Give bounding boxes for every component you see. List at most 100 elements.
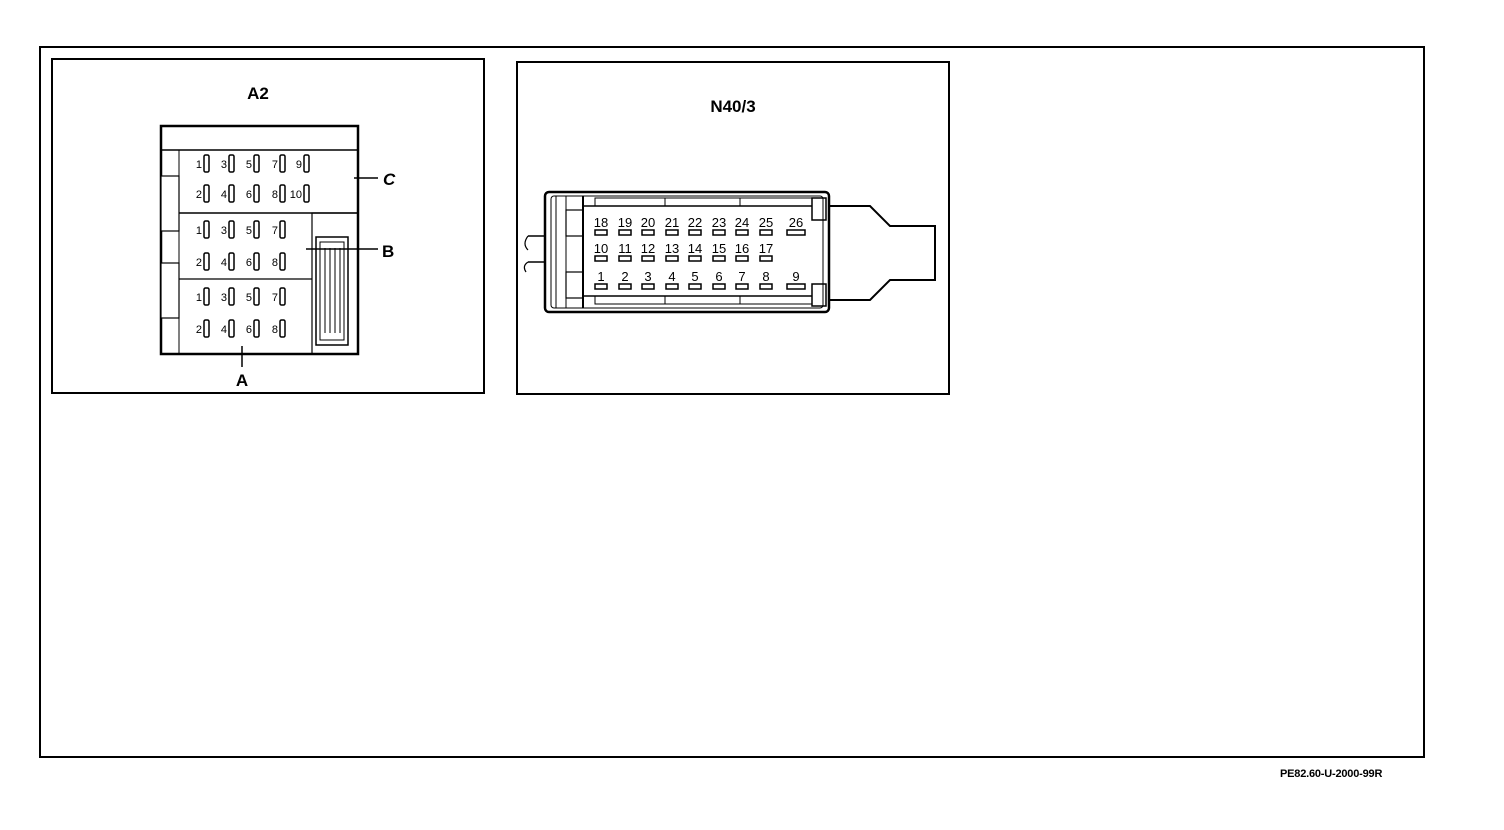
a2-pin-label: 5 — [246, 225, 252, 237]
n40-pin-terminal — [594, 229, 608, 236]
n40-pin-label: 2 — [621, 269, 628, 284]
n40-pin-terminal — [735, 229, 749, 236]
n40-pin-label: 22 — [688, 215, 702, 230]
a2-pin-terminal — [228, 252, 235, 271]
n40-pin-terminal — [735, 255, 749, 262]
n40-pin-label: 8 — [762, 269, 769, 284]
a2-pin-terminal — [253, 252, 260, 271]
n40-pin-terminal — [712, 283, 726, 290]
n40-title: N40/3 — [710, 97, 755, 116]
a2-pin-label: 5 — [246, 292, 252, 304]
n40-pin-label: 10 — [594, 241, 608, 256]
outer-frame — [39, 46, 1425, 758]
a2-pin-terminal — [253, 220, 260, 239]
a2-pin-label: 1 — [196, 159, 202, 171]
a2-title: A2 — [247, 84, 269, 103]
a2-pin-terminal — [228, 287, 235, 306]
n40-pin-label: 11 — [618, 241, 632, 256]
a2-pin-terminal — [303, 184, 310, 203]
a2-pin-terminal — [253, 154, 260, 173]
n40-pin-terminal — [618, 255, 632, 262]
n40-pin-terminal — [786, 229, 806, 236]
n40-pin-label: 12 — [641, 241, 655, 256]
n40-pin-terminal — [712, 229, 726, 236]
n40-pin-terminal — [688, 283, 702, 290]
n40-pin-label: 7 — [738, 269, 745, 284]
n40-pin-label: 21 — [665, 215, 679, 230]
a2-pin-label: 8 — [272, 257, 278, 269]
a2-pin-terminal — [253, 287, 260, 306]
a2-pin-label: 1 — [196, 225, 202, 237]
a2-pin-label: 9 — [296, 159, 302, 171]
a2-pin-terminal — [303, 154, 310, 173]
a2-pin-label: 4 — [221, 189, 227, 201]
n40-pin-label: 13 — [665, 241, 679, 256]
n40-pin-terminal — [665, 283, 679, 290]
a2-pin-label: 6 — [246, 189, 252, 201]
a2-pin-terminal — [228, 220, 235, 239]
a2-pin-terminal — [279, 220, 286, 239]
a2-pin-terminal — [279, 287, 286, 306]
n40-pin-terminal — [735, 283, 749, 290]
n40-pin-terminal — [665, 229, 679, 236]
a2-pin-label: 2 — [196, 257, 202, 269]
n40-pin-label: 20 — [641, 215, 655, 230]
n40-pin-terminal — [759, 229, 773, 236]
n40-pin-label: 3 — [644, 269, 651, 284]
a2-pin-terminal — [279, 319, 286, 338]
a2-pin-label: 1 — [196, 292, 202, 304]
a2-pin-label: 5 — [246, 159, 252, 171]
n40-pin-terminal — [759, 283, 773, 290]
n40-pin-label: 6 — [715, 269, 722, 284]
a2-pin-label: 8 — [272, 189, 278, 201]
n40-pin-terminal — [594, 255, 608, 262]
figure-code: PE82.60-U-2000-99R — [1280, 768, 1383, 780]
callout-b-label: B — [382, 242, 394, 261]
n40-pin-label: 24 — [735, 215, 749, 230]
n40-panel-border — [516, 61, 950, 395]
a2-pin-label: 6 — [246, 324, 252, 336]
a2-pin-label: 2 — [196, 324, 202, 336]
n40-pin-terminal — [786, 283, 806, 290]
a2-pin-label: 8 — [272, 324, 278, 336]
a2-pin-terminal — [279, 184, 286, 203]
a2-connector-body — [159, 124, 360, 356]
a2-pin-label: 3 — [221, 225, 227, 237]
a2-pin-terminal — [203, 319, 210, 338]
n40-pin-terminal — [594, 283, 608, 290]
n40-pin-label: 26 — [789, 215, 803, 230]
n40-pin-terminal — [641, 283, 655, 290]
a2-pin-terminal — [203, 184, 210, 203]
a2-pin-terminal — [228, 184, 235, 203]
n40-pin-terminal — [641, 255, 655, 262]
a2-pin-label: 4 — [221, 257, 227, 269]
callout-a-label: A — [236, 371, 248, 390]
n40-connector-body — [523, 190, 936, 314]
a2-pin-terminal — [203, 252, 210, 271]
n40-pin-terminal — [641, 229, 655, 236]
n40-pin-label: 18 — [594, 215, 608, 230]
n40-pin-label: 4 — [668, 269, 675, 284]
a2-pin-label: 10 — [290, 189, 302, 201]
a2-pin-terminal — [253, 319, 260, 338]
n40-pin-label: 15 — [712, 241, 726, 256]
n40-pin-terminal — [688, 229, 702, 236]
a2-pin-terminal — [203, 287, 210, 306]
n40-pin-terminal — [618, 229, 632, 236]
n40-pin-label: 5 — [691, 269, 698, 284]
a2-pin-label: 4 — [221, 324, 227, 336]
n40-pin-label: 14 — [688, 241, 702, 256]
n40-pin-terminal — [712, 255, 726, 262]
a2-pin-terminal — [253, 184, 260, 203]
a2-pin-terminal — [203, 220, 210, 239]
n40-pin-terminal — [618, 283, 632, 290]
n40-pin-label: 23 — [712, 215, 726, 230]
n40-pin-terminal — [688, 255, 702, 262]
a2-pin-terminal — [279, 252, 286, 271]
a2-pin-label: 7 — [272, 159, 278, 171]
